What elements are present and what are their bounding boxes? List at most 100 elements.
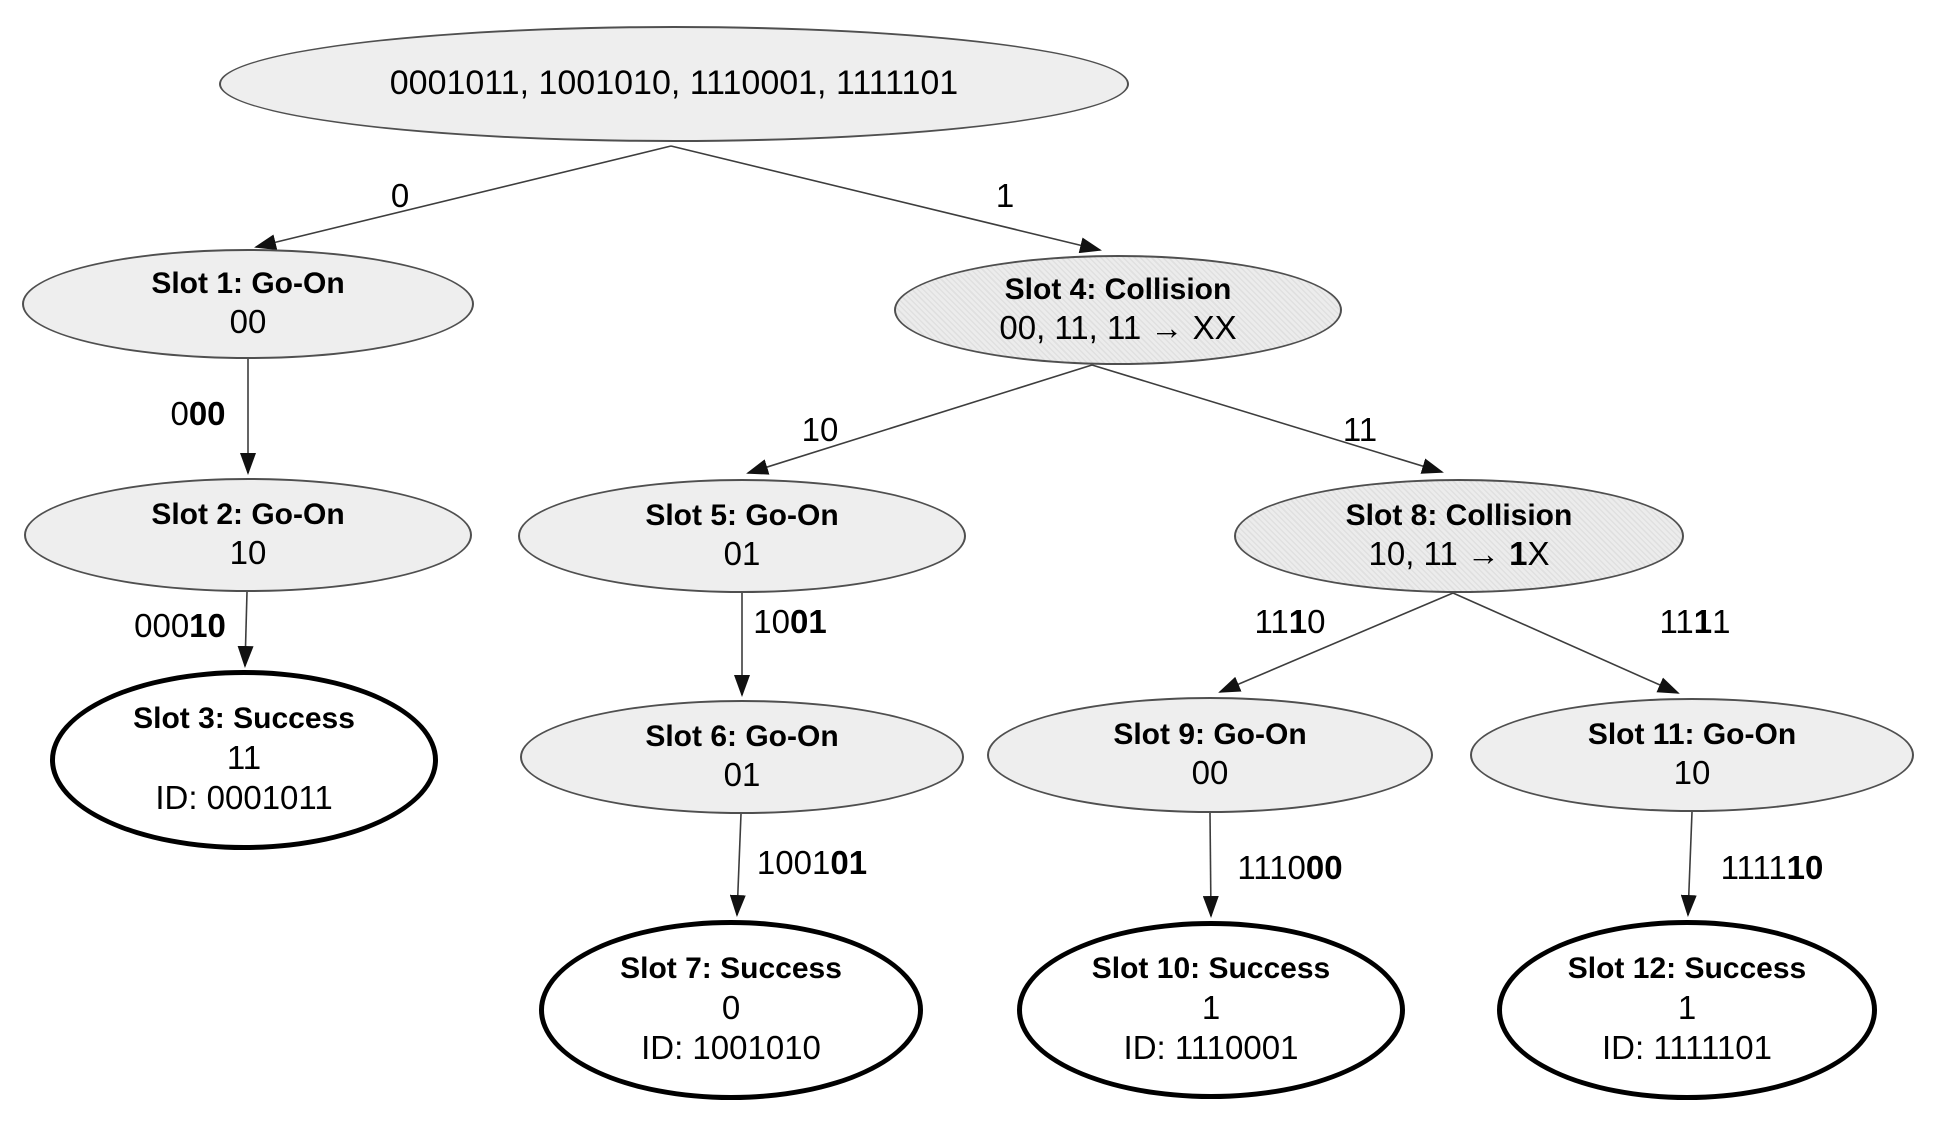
text-segment: Slot 3: Success xyxy=(133,702,355,736)
text-segment: Slot 4: Collision xyxy=(1004,272,1232,306)
text-segment: 1 xyxy=(1712,602,1731,640)
text-segment: 10, 11 → xyxy=(1368,535,1510,573)
text-segment: 1 xyxy=(1509,535,1528,573)
text-segment: 00, 11, 11 → XX xyxy=(999,309,1237,347)
text-segment: 0 xyxy=(170,394,189,432)
node-slot-12-line-3: ID: 1111101 xyxy=(1602,1028,1772,1068)
text-segment: 0001011, 1001010, 1110001, 1111101 xyxy=(389,64,959,103)
node-slot-4-line-2: 00, 11, 11 → XX xyxy=(999,308,1236,348)
edge-label-slot-4-to-slot-5: 10 xyxy=(801,410,839,448)
edge-label-root-to-slot-4: 1 xyxy=(995,176,1015,214)
text-segment: 1 xyxy=(1201,989,1221,1027)
node-slot-6-line-1: Slot 6: Go-On xyxy=(645,719,838,756)
tree-edge-slot-4-to-slot-5 xyxy=(746,364,1093,475)
tree-edge-slot-6-to-slot-7 xyxy=(729,813,746,917)
tree-edge-lines xyxy=(237,145,1697,918)
node-slot-10-line-1: Slot 10: Success xyxy=(1092,951,1330,988)
tree-edge-root-to-slot-1 xyxy=(254,145,672,251)
text-segment: 11 xyxy=(1659,602,1694,640)
text-segment: 01 xyxy=(830,843,868,881)
text-segment: 1111 xyxy=(1720,848,1787,886)
text-segment: 10 xyxy=(1673,754,1711,792)
tree-edge-slot-4-to-slot-8 xyxy=(1091,364,1444,474)
text-segment: 0 xyxy=(1307,602,1326,640)
text-segment: X xyxy=(1527,535,1550,573)
text-segment: Slot 10: Success xyxy=(1091,952,1331,986)
tree-edge-slot-8-to-slot-9 xyxy=(1218,592,1454,693)
text-segment: Slot 11: Go-On xyxy=(1587,717,1797,751)
text-segment: 00 xyxy=(1305,848,1343,886)
node-slot-1-line-1: Slot 1: Go-On xyxy=(151,266,344,303)
node-slot-6-line-2: 01 xyxy=(724,755,761,795)
node-slot-5-line-1: Slot 5: Go-On xyxy=(645,498,838,535)
text-segment: 11 xyxy=(226,739,262,777)
text-segment: 1 xyxy=(995,176,1015,214)
node-slot-11-line-1: Slot 11: Go-On xyxy=(1588,717,1796,754)
node-slot-10-line-3: ID: 1110001 xyxy=(1124,1028,1299,1068)
text-segment: 1 xyxy=(1677,989,1697,1027)
edge-label-root-to-slot-1: 0 xyxy=(391,177,409,214)
text-segment: 0 xyxy=(721,989,741,1027)
edge-label-slot-4-to-slot-8: 11 xyxy=(1342,410,1378,448)
node-slot-12-line-2: 1 xyxy=(1678,988,1696,1028)
text-segment: 00 xyxy=(229,303,267,341)
text-segment: 00 xyxy=(188,394,226,432)
text-segment: ID: 0001011 xyxy=(155,779,333,817)
edge-label-slot-2-to-slot-3: 00010 xyxy=(134,606,226,644)
text-segment: 00 xyxy=(1191,754,1229,792)
node-slot-3-line-3: ID: 0001011 xyxy=(155,778,332,818)
edge-label-slot-8-to-slot-9: 1110 xyxy=(1255,602,1326,640)
node-slot-1-line-2: 00 xyxy=(230,302,267,342)
node-slot-2-line-2: 10 xyxy=(230,533,267,573)
tree-edge-slot-8-to-slot-11 xyxy=(1452,592,1680,694)
node-slot-7-line-3: ID: 1001010 xyxy=(641,1028,821,1068)
text-segment: Slot 6: Go-On xyxy=(645,719,839,753)
tree-edge-slot-9-to-slot-10 xyxy=(1202,812,1219,918)
text-segment: 1001 xyxy=(756,843,831,881)
text-segment: 10 xyxy=(1786,848,1824,886)
text-segment: 10 xyxy=(753,602,790,640)
node-slot-7-line-1: Slot 7: Success xyxy=(620,951,842,988)
text-segment: Slot 9: Go-On xyxy=(1113,717,1307,751)
tree-node-root: 0001011, 1001010, 1110001, 1111101 xyxy=(219,26,1129,142)
text-segment: 1 xyxy=(1288,602,1308,640)
node-slot-8-line-1: Slot 8: Collision xyxy=(1346,498,1573,535)
node-slot-2-line-1: Slot 2: Go-On xyxy=(151,497,344,534)
text-segment: 11 xyxy=(1342,410,1378,448)
text-segment: Slot 7: Success xyxy=(620,952,842,986)
text-segment: 01 xyxy=(723,535,761,573)
node-slot-7-line-2: 0 xyxy=(722,988,740,1028)
edge-label-slot-1-to-slot-2: 000 xyxy=(170,394,226,432)
text-segment: ID: 1001010 xyxy=(641,1029,821,1067)
node-slot-5-line-2: 01 xyxy=(724,534,761,574)
text-segment: ID: 1111101 xyxy=(1601,1029,1772,1067)
text-segment: 10 xyxy=(801,410,839,448)
text-segment: 01 xyxy=(723,756,761,794)
edge-label-slot-6-to-slot-7: 100101 xyxy=(756,843,868,881)
node-slot-3-line-2: 11 xyxy=(227,738,261,778)
edge-label-slot-8-to-slot-11: 1111 xyxy=(1659,602,1731,640)
text-segment: 000 xyxy=(134,606,190,644)
node-slot-12-line-1: Slot 12: Success xyxy=(1568,951,1806,988)
node-slot-9-line-1: Slot 9: Go-On xyxy=(1113,717,1306,754)
text-segment: ID: 1110001 xyxy=(1123,1029,1299,1067)
tree-edge-slot-11-to-slot-12 xyxy=(1680,811,1697,917)
node-slot-3-line-1: Slot 3: Success xyxy=(133,701,355,738)
text-segment: Slot 12: Success xyxy=(1567,952,1807,986)
node-slot-11-line-2: 10 xyxy=(1674,753,1711,793)
text-segment: Slot 2: Go-On xyxy=(151,497,345,531)
node-slot-4-line-1: Slot 4: Collision xyxy=(1005,272,1232,309)
